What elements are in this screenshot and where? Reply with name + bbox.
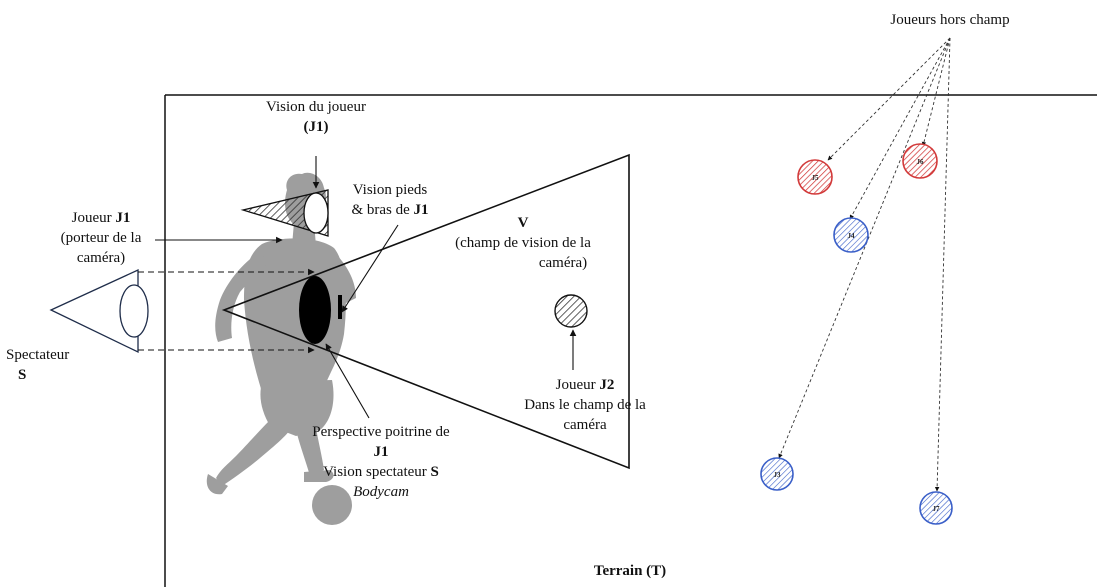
player-j3: J3 bbox=[760, 457, 794, 491]
player-j4: J4 bbox=[833, 217, 869, 253]
j2-prefix: Joueur bbox=[555, 377, 596, 393]
joueur-j1-line1: Joueur J1 bbox=[36, 208, 166, 228]
feet-arms-line2: & bras de J1 bbox=[335, 200, 445, 220]
player-j6: J6 bbox=[902, 143, 938, 179]
player-j6-label: J6 bbox=[917, 158, 925, 166]
player-silhouette bbox=[206, 172, 356, 495]
joueur-j1-label: Joueur J1 (porteur de la caméra) bbox=[36, 208, 166, 268]
chest-line3: Vision spectateur S bbox=[286, 462, 476, 482]
feet-arms-label: Vision pieds & bras de J1 bbox=[335, 180, 445, 220]
camera-field-v: V bbox=[517, 215, 529, 231]
ball bbox=[312, 485, 352, 525]
field-border bbox=[164, 94, 1097, 587]
joueur-j1-bold: J1 bbox=[115, 210, 131, 226]
j2-bold: J2 bbox=[599, 377, 615, 393]
chest-line1: Perspective poitrine de bbox=[312, 424, 450, 440]
player-j7-label: J7 bbox=[933, 505, 941, 513]
j2-label: Joueur J2 Dans le champ de la caméra bbox=[485, 375, 685, 435]
feet-arms-vision-bar bbox=[338, 295, 342, 319]
label-arrows bbox=[155, 156, 577, 419]
spectator-eye bbox=[49, 268, 149, 354]
chest-line3-bold: S bbox=[430, 464, 439, 480]
camera-field-line1: (champ de vision de la bbox=[455, 235, 591, 251]
joueur-j1-prefix: Joueur bbox=[71, 210, 112, 226]
feet-arms-bold: J1 bbox=[413, 202, 429, 218]
chest-line4: Bodycam bbox=[353, 484, 409, 500]
spectateur-line1: Spectateur bbox=[6, 347, 70, 363]
spectateur-label: Spectateur S bbox=[6, 345, 86, 385]
player-j2 bbox=[554, 294, 588, 328]
chest-perspective-label: Perspective poitrine de J1 Vision specta… bbox=[286, 422, 476, 502]
chest-line3-prefix: Vision spectateur bbox=[323, 464, 427, 480]
feet-arms-line2-text: & bras de bbox=[351, 202, 410, 218]
player-j7: J7 bbox=[919, 491, 953, 525]
player-j4-label: J4 bbox=[848, 232, 856, 240]
chest-line2: J1 bbox=[373, 444, 389, 460]
camera-field-label: V (champ de vision de la caméra) bbox=[428, 213, 618, 273]
camera-field-of-view bbox=[221, 153, 630, 470]
spectateur-line2: S bbox=[18, 367, 27, 383]
player-j5: J5 bbox=[797, 159, 833, 195]
offfield-players: J5 J6 J4 J3 J7 bbox=[760, 143, 953, 525]
player-j3-label: J3 bbox=[774, 471, 782, 479]
player-vision-eye bbox=[240, 189, 329, 237]
j2-line2: Dans le champ de la bbox=[524, 397, 646, 413]
camera-field-line2: caméra) bbox=[538, 255, 588, 271]
j2-line3: caméra bbox=[563, 417, 607, 433]
offfield-title: Joueurs hors champ bbox=[890, 12, 1010, 28]
player-vision-label: Vision du joueur (J1) bbox=[236, 97, 396, 137]
j2-line1: Joueur J2 bbox=[485, 375, 685, 395]
player-vision-line1: Vision du joueur bbox=[266, 99, 366, 115]
joueur-j1-line3: caméra) bbox=[76, 250, 126, 266]
chest-perspective-ellipse bbox=[299, 276, 331, 344]
field-label: Terrain (T) bbox=[593, 563, 667, 579]
offfield-pointer-lines bbox=[778, 37, 951, 492]
feet-arms-line1: Vision pieds bbox=[352, 182, 428, 198]
player-vision-line2: (J1) bbox=[303, 119, 329, 135]
joueur-j1-line2: (porteur de la bbox=[60, 230, 142, 246]
player-j5-label: J5 bbox=[812, 174, 820, 182]
